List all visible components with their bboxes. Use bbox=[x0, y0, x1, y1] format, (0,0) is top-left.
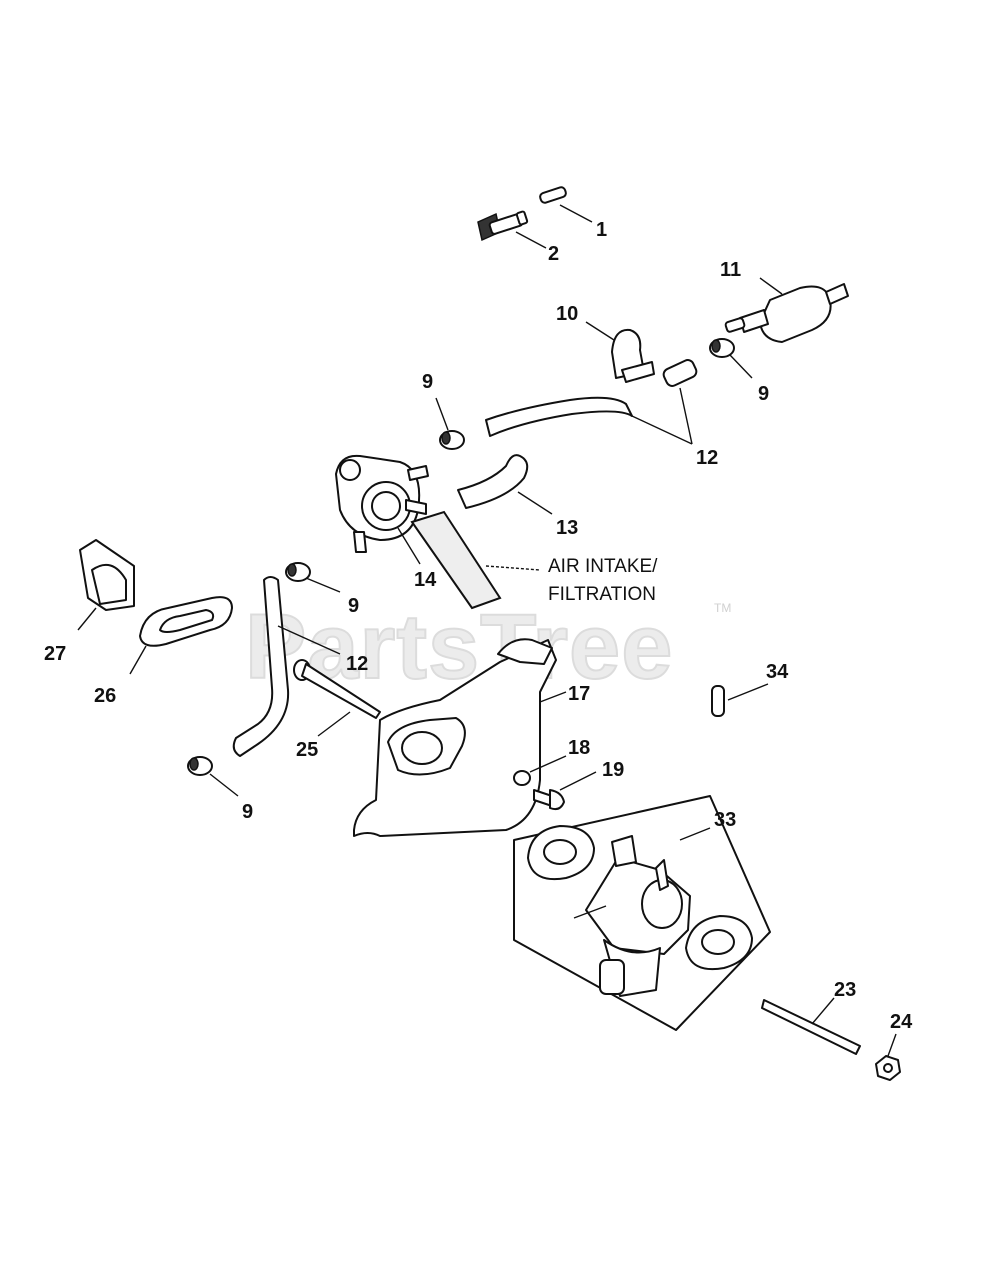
leader-1 bbox=[559, 204, 593, 223]
part-carburetor-kit-33[interactable] bbox=[513, 795, 771, 1031]
part-fuel-pump-14[interactable] bbox=[335, 454, 429, 553]
leader-12a-1 bbox=[631, 415, 693, 445]
leader-9-left bbox=[435, 397, 449, 431]
part-vent-tube[interactable] bbox=[410, 510, 502, 610]
part-pin-34[interactable] bbox=[711, 685, 725, 717]
callout-10: 10 bbox=[556, 303, 578, 325]
callout-24: 24 bbox=[890, 1011, 913, 1033]
part-hose-clamp-9-mid[interactable] bbox=[285, 562, 311, 582]
part-bracket-27[interactable] bbox=[79, 539, 135, 611]
note-air-intake-line1: AIR INTAKE/ bbox=[548, 556, 658, 577]
part-hose-clamp-9-upper[interactable] bbox=[709, 338, 735, 358]
part-washer-18[interactable] bbox=[513, 770, 531, 786]
leader-25 bbox=[317, 711, 351, 737]
part-gasket-26[interactable] bbox=[139, 596, 233, 647]
callout-12-lower: 12 bbox=[346, 653, 368, 675]
leader-10 bbox=[585, 321, 615, 341]
callout-9-lower: 9 bbox=[242, 801, 253, 823]
leader-26 bbox=[129, 645, 147, 675]
leader-air-intake bbox=[485, 565, 541, 571]
part-stud-23[interactable] bbox=[761, 999, 861, 1055]
leader-9-mid bbox=[305, 577, 341, 593]
leader-34 bbox=[727, 683, 769, 701]
leader-23 bbox=[811, 997, 835, 1025]
part-bolt-25[interactable] bbox=[293, 659, 381, 719]
part-elbow-hose-13[interactable] bbox=[457, 454, 529, 509]
leader-13 bbox=[517, 491, 553, 515]
leader-18 bbox=[529, 755, 567, 773]
callout-1: 1 bbox=[596, 219, 607, 241]
part-clip-10[interactable] bbox=[611, 328, 655, 383]
part-fuel-filter-11[interactable] bbox=[724, 283, 849, 343]
callout-26: 26 bbox=[94, 685, 116, 707]
part-hose-clamp-9-lower[interactable] bbox=[187, 756, 213, 776]
part-manifold-17[interactable] bbox=[353, 638, 557, 837]
leader-12-lower bbox=[277, 625, 341, 655]
leader-33 bbox=[679, 827, 711, 841]
leader-19 bbox=[559, 771, 597, 791]
callout-17: 17 bbox=[568, 683, 590, 705]
leader-14 bbox=[397, 527, 421, 565]
callout-14: 14 bbox=[414, 569, 437, 591]
callout-9-left: 9 bbox=[422, 371, 433, 393]
part-pin-1[interactable] bbox=[539, 186, 567, 204]
part-screw-19[interactable] bbox=[533, 789, 565, 811]
leader-9-upper bbox=[729, 354, 753, 379]
leader-24 bbox=[887, 1033, 897, 1057]
callout-2: 2 bbox=[548, 243, 559, 265]
callout-9-upper: 9 bbox=[758, 383, 769, 405]
leader-27 bbox=[77, 607, 97, 631]
watermark-text: PartsTree bbox=[245, 596, 673, 698]
leader-2 bbox=[515, 231, 547, 249]
leader-17 bbox=[539, 691, 567, 703]
callout-19: 19 bbox=[602, 759, 624, 781]
callout-9-mid: 9 bbox=[348, 595, 359, 617]
callout-12-upper: 12 bbox=[696, 447, 718, 469]
note-air-intake-line2: FILTRATION bbox=[548, 584, 656, 605]
part-fitting-2[interactable] bbox=[477, 210, 529, 242]
part-fuel-line-12-lower[interactable] bbox=[232, 576, 290, 757]
leader-9-lower bbox=[209, 773, 239, 797]
part-fuel-line-12-upper[interactable] bbox=[485, 358, 698, 437]
callout-11: 11 bbox=[720, 259, 741, 281]
part-hose-clamp-9-left[interactable] bbox=[439, 430, 465, 450]
callout-18: 18 bbox=[568, 737, 590, 759]
callout-33: 33 bbox=[714, 809, 736, 831]
callout-23: 23 bbox=[834, 979, 856, 1001]
leader-11 bbox=[759, 277, 783, 295]
part-nut-24[interactable] bbox=[875, 1055, 901, 1081]
callout-13: 13 bbox=[556, 517, 578, 539]
callout-25: 25 bbox=[296, 739, 318, 761]
callout-34: 34 bbox=[766, 661, 789, 683]
callout-27: 27 bbox=[44, 643, 66, 665]
watermark-trademark: TM bbox=[714, 601, 731, 615]
leader-12a-2 bbox=[679, 387, 693, 445]
